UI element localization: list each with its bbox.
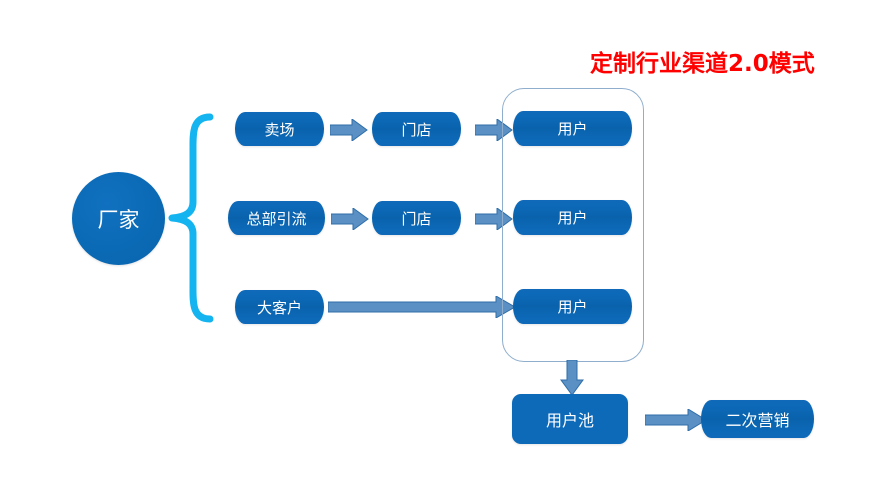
node-manufacturer[interactable]: 厂家: [72, 172, 165, 265]
node-manufacturer-label: 厂家: [97, 207, 140, 232]
arrow-container-to-pool: [560, 359, 584, 400]
node-user-2-label: 用户: [557, 298, 588, 316]
node-store-1-label: 门店: [401, 209, 432, 228]
curly-brace: [168, 112, 214, 324]
arrow-maichang-to-mendian: [329, 118, 368, 145]
arrow-dakehu-to-yonghu-3: [327, 295, 516, 322]
node-user-1[interactable]: 用户: [513, 200, 632, 235]
arrow-zongbu-to-mendian: [330, 207, 369, 234]
arrow-pool-to-remarketing: [644, 408, 707, 435]
node-channel-1-label: 总部引流: [246, 209, 307, 228]
node-store-1[interactable]: 门店: [372, 201, 461, 235]
node-channel-0-label: 卖场: [264, 120, 295, 139]
node-channel-2-label: 大客户: [256, 298, 302, 317]
node-user-0-label: 用户: [557, 120, 588, 138]
node-user-pool[interactable]: 用户池: [512, 394, 628, 444]
node-channel-1[interactable]: 总部引流: [228, 201, 325, 235]
node-store-0-label: 门店: [401, 120, 432, 139]
node-store-0[interactable]: 门店: [372, 112, 461, 146]
node-remarketing[interactable]: 二次营销: [701, 400, 814, 438]
node-user-1-label: 用户: [557, 209, 588, 227]
page-title: 定制行业渠道2.0模式: [590, 51, 815, 77]
node-user-0[interactable]: 用户: [513, 111, 632, 146]
node-user-pool-label: 用户池: [545, 411, 594, 430]
node-user-2[interactable]: 用户: [513, 289, 632, 324]
node-channel-2[interactable]: 大客户: [235, 290, 324, 324]
node-channel-0[interactable]: 卖场: [235, 112, 324, 146]
node-remarketing-label: 二次营销: [725, 411, 790, 430]
